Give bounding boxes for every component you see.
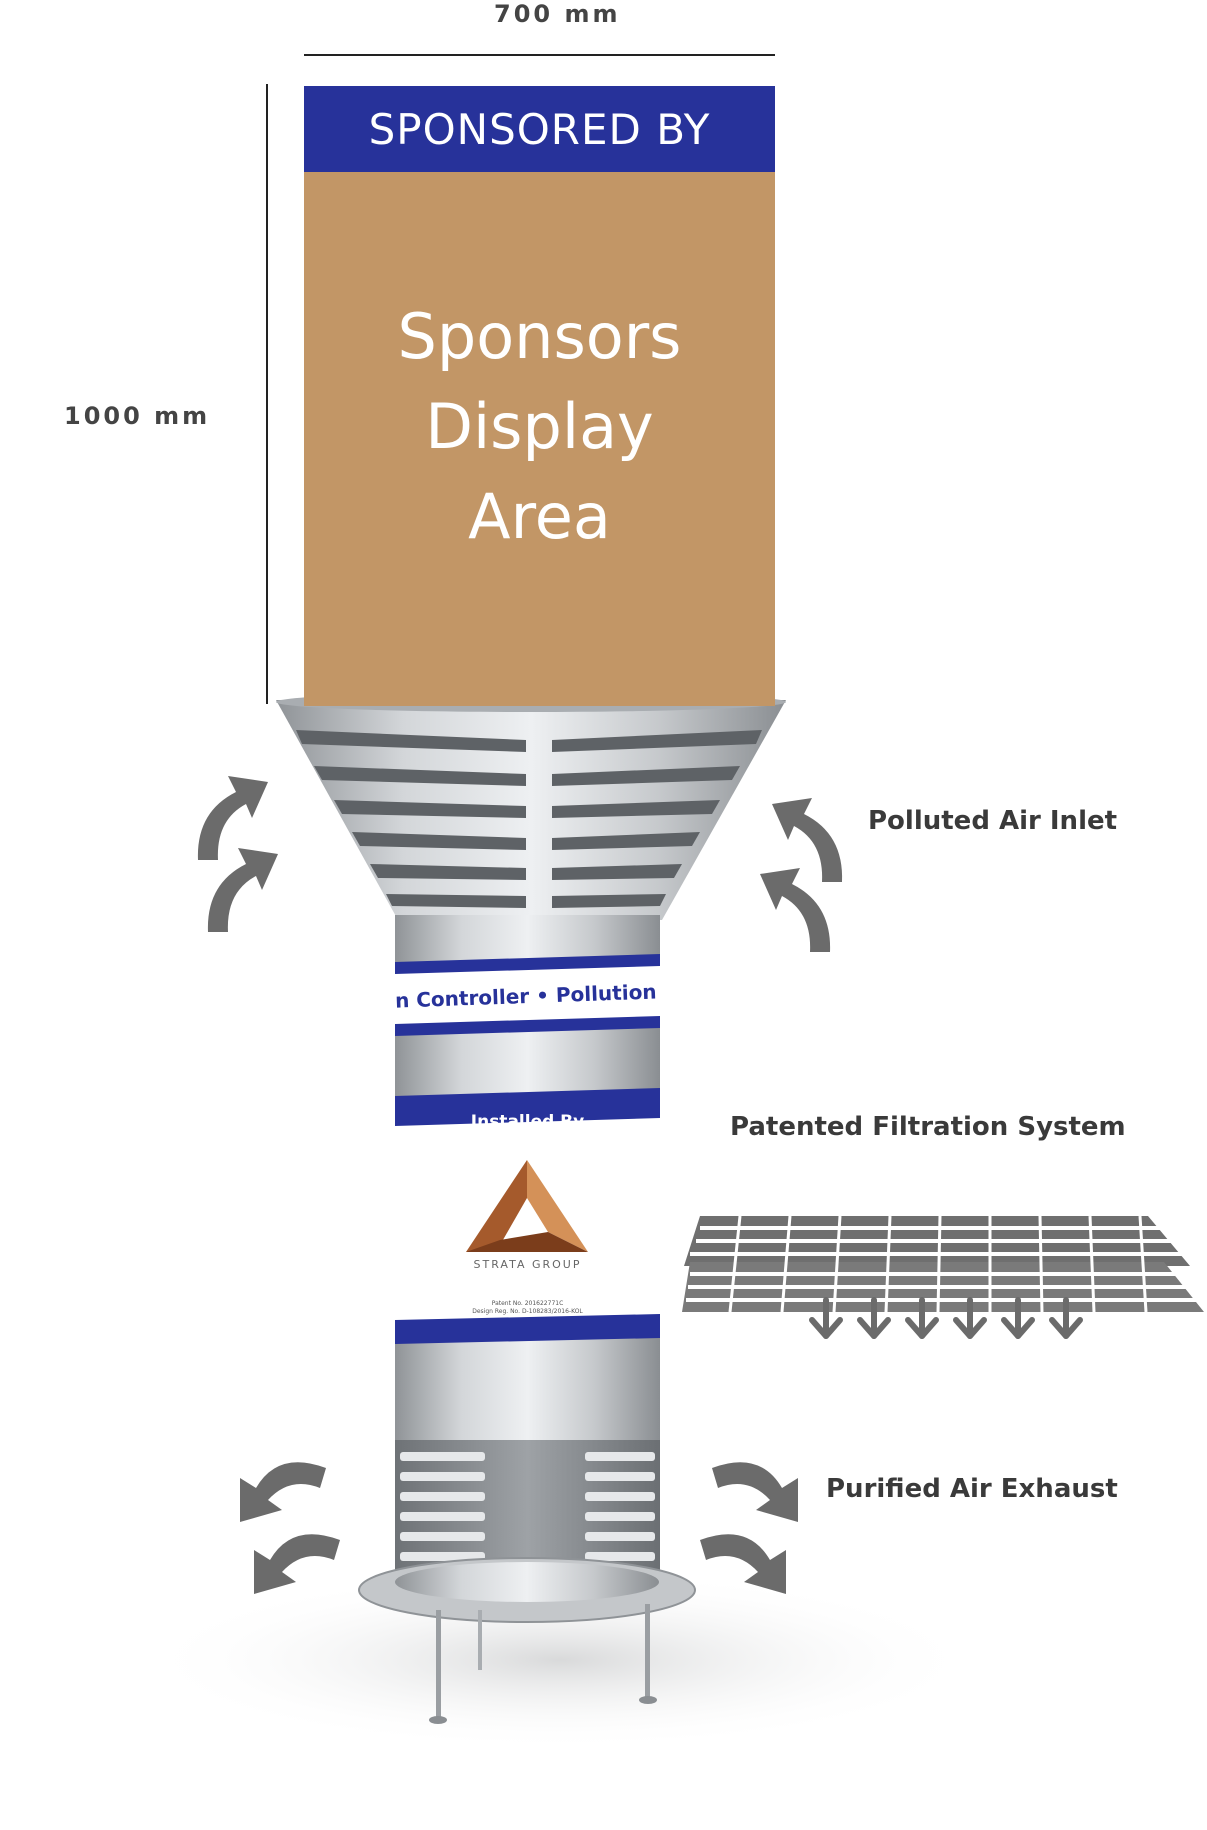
height-dimension-label: 1000 mm <box>64 402 211 430</box>
patented-filtration-system-label: Patented Filtration System <box>730 1112 1126 1142</box>
patent-line-2: Design Reg. No. D-108283/2016-KOL <box>472 1308 583 1315</box>
curved-arrow-icon <box>760 798 843 952</box>
sponsor-display-panel <box>304 172 775 706</box>
sponsored-by-header: SPONSORED BY <box>304 86 775 172</box>
strata-logo-icon <box>466 1160 588 1252</box>
curved-arrow-icon <box>700 1462 798 1594</box>
inlet-grille <box>276 692 786 920</box>
sponsor-text-line-2: Display <box>425 390 654 463</box>
installed-by-panel <box>395 1088 660 1344</box>
polluted-air-inlet-label: Polluted Air Inlet <box>868 806 1118 836</box>
height-dimension-line <box>266 84 268 704</box>
down-arrow-icon <box>809 1297 1083 1339</box>
sponsor-text-line-3: Area <box>468 480 611 553</box>
sponsor-text-line-1: Sponsors <box>397 300 682 373</box>
pollution-controller-band <box>395 954 660 1036</box>
width-dimension-label: 700 mm <box>494 0 621 28</box>
sponsor-display-text: Sponsors Display Area <box>304 292 775 562</box>
installed-by-label: Installed By <box>470 1112 585 1132</box>
curved-arrow-icon <box>197 776 278 932</box>
width-dimension-line <box>304 54 775 56</box>
filter-mesh-icon <box>682 1215 1204 1313</box>
base-plate <box>358 1557 696 1724</box>
purified-air-exhaust-label: Purified Air Exhaust <box>826 1474 1118 1504</box>
floor-shadow <box>140 1570 980 1750</box>
patent-line-1: Patent No. 201622771C <box>491 1300 564 1307</box>
company-name: STRATA GROUP <box>473 1258 582 1271</box>
exhaust-grille <box>395 1440 660 1580</box>
patent-info: Patent No. 201622771C Design Reg. No. D-… <box>395 1300 660 1316</box>
curved-arrow-icon <box>240 1462 340 1594</box>
